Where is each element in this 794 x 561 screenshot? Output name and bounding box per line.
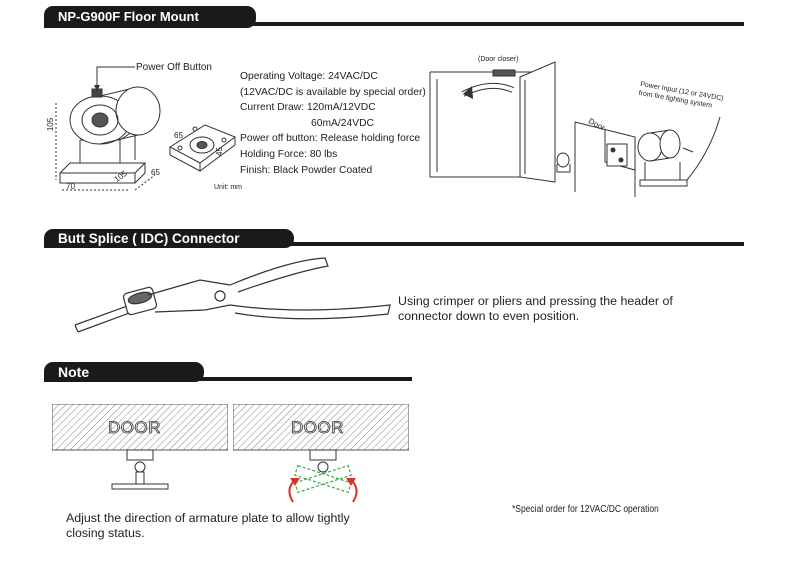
door-label-right: DOOR <box>291 418 344 438</box>
adjust-note-line-1: Adjust the direction of armature plate t… <box>66 511 350 525</box>
splice-instruction: Using crimper or pliers and pressing the… <box>398 294 673 324</box>
section-tab-note: Note <box>44 362 204 382</box>
unit-label: Unit: mm <box>214 184 242 191</box>
splice-instruction-line-1: Using crimper or pliers and pressing the… <box>398 294 673 308</box>
adjust-note: Adjust the direction of armature plate t… <box>66 511 350 541</box>
dim-width: 70 <box>66 182 75 191</box>
door-panel-right <box>233 404 409 503</box>
dim-plate-a: 65 <box>174 131 183 140</box>
section-tab-butt-splice: Butt Splice ( IDC) Connector <box>44 229 294 248</box>
spec-current-12: Current Draw: 120mA/12VDC <box>240 102 376 114</box>
door-closer-label: (Door closer) <box>478 56 519 63</box>
spec-power-off: Power off button: Release holding force <box>240 133 421 145</box>
installation-drawing <box>429 61 721 197</box>
spec-voltage: Operating Voltage: 24VAC/DC <box>240 71 378 82</box>
spec-list: Operating Voltage: 24VAC/DC (12VAC/DC is… <box>240 69 426 178</box>
dim-plate-b: 45 <box>214 147 224 156</box>
section-tab-floor-mount: NP-G900F Floor Mount <box>44 6 256 28</box>
door-panel-left <box>52 404 228 490</box>
crimper-drawing <box>74 257 391 333</box>
special-order-note: *Special order for 12VAC/DC operation <box>512 504 659 515</box>
spec-voltage-note: (12VAC/DC is available by special order) <box>240 86 426 98</box>
door-label-left: DOOR <box>108 418 161 438</box>
section-rule-butt-splice <box>288 242 744 246</box>
splice-instruction-line-2: connector down to even position. <box>398 309 580 323</box>
adjust-note-line-2: closing status. <box>66 526 145 540</box>
section-rule-floor-mount <box>250 22 744 26</box>
spec-current-24: 60mA/24VDC <box>311 117 374 129</box>
dim-plate-c: 65 <box>151 168 160 177</box>
magnet-product-drawing <box>55 66 237 191</box>
power-off-button-label: Power Off Button <box>136 62 212 73</box>
section-rule-note <box>198 377 412 381</box>
spec-finish: Finish: Black Powder Coated <box>240 164 373 176</box>
dim-height: 105 <box>46 117 56 132</box>
spec-holding-force: Holding Force: 80 lbs <box>240 148 338 160</box>
